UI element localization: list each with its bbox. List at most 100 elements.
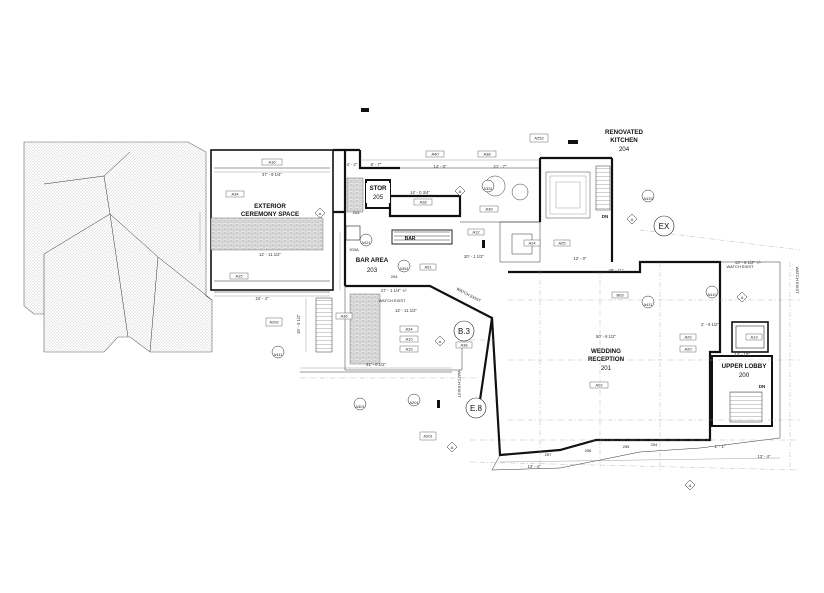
svg-text:21' - 7": 21' - 7": [494, 164, 508, 169]
svg-text:4' - 2": 4' - 2": [347, 162, 358, 167]
svg-text:A351: A351: [399, 266, 409, 271]
svg-text:A: A: [631, 217, 634, 222]
upper-lobby: [711, 321, 773, 427]
svg-text:A411: A411: [643, 302, 653, 307]
svg-text:16' - 5 1/2": 16' - 5 1/2": [296, 314, 301, 334]
svg-text:A: A: [319, 211, 322, 216]
svg-text:B03: B03: [616, 293, 624, 298]
exterior-ceremony-label-1: EXTERIOR: [254, 203, 286, 210]
svg-text:WATCH EXIST: WATCH EXIST: [727, 264, 754, 269]
svg-text:A38: A38: [460, 343, 468, 348]
svg-text:13' - 4": 13' - 4": [528, 464, 542, 469]
svg-text:WATCH EXIST: WATCH EXIST: [379, 298, 406, 303]
section-markers: [361, 108, 578, 408]
svg-text:A301: A301: [355, 404, 365, 409]
upper-lobby-number: 200: [739, 372, 750, 379]
grid-bubble-e8: E.8: [470, 404, 483, 413]
svg-text:A20: A20: [684, 347, 692, 352]
svg-text:A34: A34: [231, 192, 239, 197]
svg-text:A: A: [459, 189, 462, 194]
svg-text:204: 204: [391, 274, 398, 279]
diamond-markers: A A A A A A A: [314, 185, 748, 491]
exterior-ceremony-label-2: CEREMONY SPACE: [241, 211, 299, 218]
svg-text:255: 255: [623, 444, 630, 449]
dimension-lines: [199, 159, 781, 463]
dimension-text: 37' - 9 1/4" 12' - 11 1/2" 24' - 4" 4' -…: [256, 162, 772, 469]
svg-text:A38: A38: [483, 152, 491, 157]
keynote-tags: A16 A34 A15 A36 A40 A38 A39 A28 A12 A24 …: [225, 133, 763, 457]
svg-text:A252: A252: [534, 136, 544, 141]
svg-text:A36: A36: [340, 314, 348, 319]
svg-text:203A: 203A: [349, 247, 359, 252]
svg-text:A39: A39: [485, 207, 493, 212]
stor-room-name: STOR: [369, 185, 387, 192]
callout-symbols: A411 A301 A421 A351 A331 A410 A433 A411 …: [271, 179, 719, 411]
grid-bubble-b3: B.3: [458, 327, 471, 336]
svg-text:A: A: [689, 483, 692, 488]
svg-text:12' - 0": 12' - 0": [574, 256, 588, 261]
svg-text:DN: DN: [602, 214, 609, 219]
svg-text:27' - 1 1/4" +/-: 27' - 1 1/4" +/-: [381, 288, 408, 293]
svg-text:50' - 8 1/2": 50' - 8 1/2": [596, 334, 616, 339]
svg-text:37' - 9 1/4": 37' - 9 1/4": [262, 172, 282, 177]
svg-text:20' - 1 1/2": 20' - 1 1/2": [464, 254, 484, 259]
bar-area-name: BAR AREA: [356, 257, 389, 264]
column-grid: [300, 229, 801, 471]
svg-text:12' - 11 1/2": 12' - 11 1/2": [395, 308, 418, 313]
svg-text:13' - 4": 13' - 4": [758, 454, 772, 459]
svg-text:DN: DN: [759, 384, 766, 389]
svg-text:A433: A433: [643, 196, 653, 201]
svg-text:A16: A16: [268, 160, 276, 165]
svg-text:A331: A331: [483, 186, 493, 191]
renovated-kitchen-label-1: RENOVATED: [605, 129, 643, 136]
svg-text:A421: A421: [361, 240, 371, 245]
svg-text:254: 254: [651, 442, 658, 447]
svg-text:A13: A13: [750, 335, 758, 340]
svg-text:A10: A10: [405, 337, 413, 342]
svg-text:24' - 4": 24' - 4": [256, 296, 270, 301]
svg-text:41' - 0 1/2": 41' - 0 1/2": [366, 362, 386, 367]
svg-text:A12: A12: [472, 230, 480, 235]
existing-roof: [23, 141, 213, 353]
bar-area-number: 203: [367, 267, 378, 274]
svg-text:257: 257: [545, 452, 552, 457]
svg-text:14' - 0 3/4": 14' - 0 3/4": [410, 190, 430, 195]
grid-bubbles: EX B.3 E.8: [453, 215, 675, 419]
svg-text:A292: A292: [269, 320, 279, 325]
svg-text:A201: A201: [409, 400, 419, 405]
grid-bubble-ex: EX: [659, 222, 670, 231]
svg-text:203: 203: [353, 210, 360, 215]
svg-text:A15: A15: [235, 274, 243, 279]
svg-text:A: A: [451, 445, 454, 450]
svg-text:WATCH EXIST: WATCH EXIST: [457, 371, 462, 398]
bar-counter-label: BAR: [405, 236, 416, 242]
svg-text:2' - 9 1/2": 2' - 9 1/2": [701, 322, 719, 327]
svg-text:A: A: [741, 295, 744, 300]
svg-text:12' - 11 1/2": 12' - 11 1/2": [259, 252, 282, 257]
wedding-reception-number: 201: [601, 365, 612, 372]
kitchen-area: [400, 156, 614, 263]
svg-text:A29: A29: [684, 335, 692, 340]
svg-text:A28: A28: [419, 200, 427, 205]
svg-text:8' - 7": 8' - 7": [371, 162, 382, 167]
stor-room-number: 205: [373, 194, 384, 201]
svg-text:A24: A24: [528, 241, 536, 246]
svg-text:A40: A40: [431, 152, 439, 157]
svg-text:A15: A15: [405, 347, 413, 352]
svg-text:1' - 1": 1' - 1": [715, 444, 726, 449]
svg-text:13' - 6 1/2" +/-: 13' - 6 1/2" +/-: [735, 260, 762, 265]
renovated-kitchen-number: 204: [619, 146, 630, 153]
svg-text:A410: A410: [707, 292, 717, 297]
svg-text:A34: A34: [405, 327, 413, 332]
svg-text:A25: A25: [558, 241, 566, 246]
svg-text:WATCH EXIST: WATCH EXIST: [795, 267, 800, 294]
renovated-kitchen-label-2: KITCHEN: [610, 137, 638, 144]
svg-text:48' - 11": 48' - 11": [608, 268, 624, 273]
svg-text:256: 256: [585, 448, 592, 453]
room-labels: EXTERIOR CEREMONY SPACE STOR 205 BAR ARE…: [241, 129, 768, 380]
svg-text:A201: A201: [423, 434, 433, 439]
wedding-reception-label-2: RECEPTION: [588, 356, 625, 363]
svg-text:A02: A02: [595, 383, 603, 388]
